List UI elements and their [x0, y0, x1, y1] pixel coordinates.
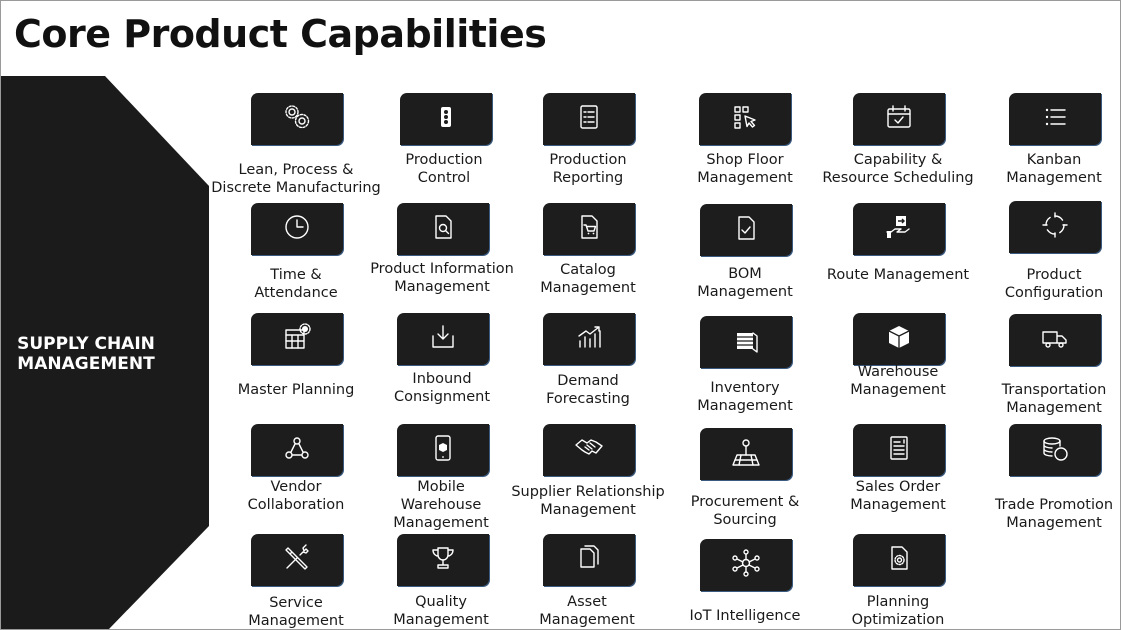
capability-tile[interactable] — [251, 203, 343, 255]
capability-label: BOM Management — [697, 266, 793, 300]
inventory-stack-icon — [731, 325, 761, 359]
capability-label: Asset Management — [539, 594, 635, 628]
capability-label: Trade Promotion Management — [994, 497, 1114, 531]
capability-label: Supplier Relationship Management — [511, 484, 665, 518]
box-icon — [884, 322, 914, 356]
coins-icon — [1040, 433, 1070, 467]
capability-tile[interactable] — [543, 534, 635, 586]
capability-label: Catalog Management — [540, 262, 636, 296]
network-people-icon — [282, 433, 312, 467]
inbox-download-icon — [428, 322, 458, 356]
capability-tile[interactable] — [543, 203, 635, 255]
capability-label: Production Reporting — [549, 152, 627, 186]
capability-label: Shop Floor Management — [697, 152, 793, 186]
cycle-icon — [1040, 210, 1070, 244]
hub-nodes-icon — [731, 548, 761, 582]
capability-label: Kanban Management — [1006, 152, 1102, 186]
capability-tile[interactable] — [699, 93, 791, 145]
document-gear-icon — [884, 543, 914, 577]
page-title: Core Product Capabilities — [14, 12, 547, 56]
calendar-check-icon — [884, 102, 914, 136]
capability-label: Demand Forecasting — [546, 373, 630, 407]
capability-tile[interactable] — [543, 424, 635, 476]
capability-tile[interactable] — [700, 539, 792, 591]
capability-tile[interactable] — [1009, 314, 1101, 366]
capability-tile[interactable] — [853, 313, 945, 365]
capability-label: Master Planning — [237, 382, 355, 398]
capability-label: IoT Intelligence — [689, 608, 801, 624]
capability-tile[interactable] — [700, 204, 792, 256]
capability-tile[interactable] — [543, 313, 635, 365]
gears-icon — [282, 102, 312, 136]
capability-tile[interactable] — [853, 93, 945, 145]
bar-chart-icon — [574, 322, 604, 356]
capability-label: Service Management — [248, 595, 344, 629]
capability-label: Procurement & Sourcing — [690, 494, 800, 528]
capability-label: Transportation Management — [1001, 382, 1107, 416]
capability-label: Capability & Resource Scheduling — [822, 152, 974, 186]
documents-icon — [574, 543, 604, 577]
capability-tile[interactable] — [1009, 93, 1101, 145]
trophy-icon — [428, 543, 458, 577]
document-cart-icon — [574, 212, 604, 246]
capability-tile[interactable] — [397, 424, 489, 476]
capability-label: Time & Attendance — [254, 267, 338, 301]
capability-label: Vendor Collaboration — [247, 479, 345, 513]
calendar-gear-icon — [282, 322, 312, 356]
capability-label: Lean, Process & Discrete Manufacturing — [211, 162, 381, 196]
capability-label: Quality Management — [393, 594, 489, 628]
capability-label: Sales Order Management — [850, 479, 946, 513]
capability-label: Planning Optimization — [851, 594, 945, 628]
capability-tile[interactable] — [700, 428, 792, 480]
traffic-light-icon — [431, 102, 461, 136]
floor-pointer-icon — [730, 102, 760, 136]
capability-tile[interactable] — [251, 424, 343, 476]
capability-label: Product Information Management — [370, 261, 514, 295]
truck-icon — [1040, 323, 1070, 357]
capability-label: Product Configuration — [1004, 267, 1104, 301]
capability-tile[interactable] — [853, 424, 945, 476]
sales-order-icon — [884, 433, 914, 467]
capability-tile[interactable] — [1009, 424, 1101, 476]
map-pin-icon — [731, 437, 761, 471]
capability-tile[interactable] — [397, 534, 489, 586]
capability-tile[interactable] — [700, 316, 792, 368]
capability-label: Warehouse Management — [850, 364, 946, 398]
capability-label: Route Management — [826, 267, 970, 283]
document-check-icon — [731, 213, 761, 247]
capability-tile[interactable] — [251, 313, 343, 365]
list-icon — [1040, 102, 1070, 136]
report-list-icon — [574, 102, 604, 136]
document-search-icon — [428, 212, 458, 246]
handshake-icon — [574, 433, 604, 467]
capability-label: Inbound Consignment — [393, 371, 491, 405]
sidebar-hexagon-shape — [1, 76, 209, 629]
capability-tile[interactable] — [251, 534, 343, 586]
sidebar-label: SUPPLY CHAIN MANAGEMENT — [17, 334, 155, 374]
capability-tile[interactable] — [251, 93, 343, 145]
tools-icon — [282, 543, 312, 577]
capability-tile[interactable] — [853, 203, 945, 255]
mobile-box-icon — [428, 433, 458, 467]
capability-tile[interactable] — [543, 93, 635, 145]
capability-tile[interactable] — [1009, 201, 1101, 253]
capability-label: Mobile Warehouse Management — [393, 479, 489, 531]
capability-tile[interactable] — [397, 313, 489, 365]
capability-tile[interactable] — [853, 534, 945, 586]
capability-label: Production Control — [405, 152, 483, 186]
capability-tile[interactable] — [397, 203, 489, 255]
clock-icon — [282, 212, 312, 246]
hand-route-icon — [884, 212, 914, 246]
capability-tile[interactable] — [400, 93, 492, 145]
capability-label: Inventory Management — [697, 380, 793, 414]
